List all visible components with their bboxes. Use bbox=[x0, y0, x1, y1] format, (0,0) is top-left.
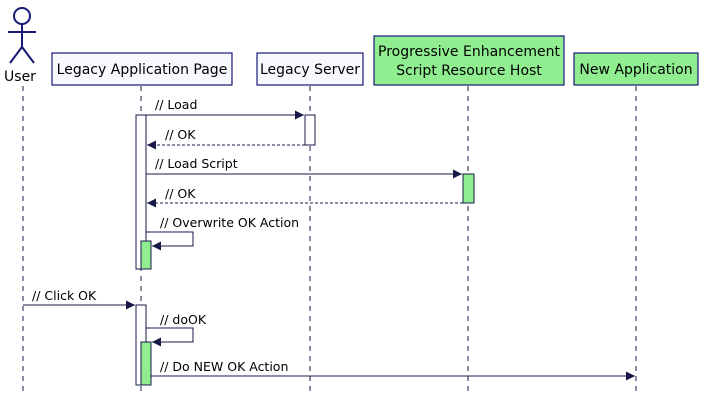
participant-new-app: New Application bbox=[573, 52, 699, 86]
message-ok1-label: // OK bbox=[165, 127, 196, 142]
participant-legacy-page-label: Legacy Application Page bbox=[57, 62, 228, 78]
message-load-script-label: // Load Script bbox=[155, 156, 238, 171]
message-do-ok-label: // doOK bbox=[160, 312, 207, 327]
message-do-new-ok-label: // Do NEW OK Action bbox=[160, 359, 288, 374]
user-actor-label: User bbox=[4, 69, 36, 85]
script-host-activation bbox=[462, 173, 475, 204]
message-overwrite-arrow bbox=[146, 231, 194, 251]
participant-script-host-label-line1: Progressive Enhancement bbox=[378, 44, 560, 60]
legacy-server-activation bbox=[304, 114, 316, 146]
legacy-page-activation-2-nested bbox=[140, 341, 152, 386]
participant-script-host-label-line2: Script Resource Host bbox=[396, 63, 542, 79]
message-load-label: // Load bbox=[155, 97, 197, 112]
lifelines bbox=[22, 86, 637, 392]
message-overwrite-label: // Overwrite OK Action bbox=[160, 215, 299, 230]
activations bbox=[135, 114, 475, 386]
participant-legacy-server-label: Legacy Server bbox=[260, 62, 360, 78]
message-do-ok-arrow bbox=[146, 327, 194, 347]
participant-new-app-label: New Application bbox=[579, 62, 692, 78]
participant-legacy-page: Legacy Application Page bbox=[51, 52, 233, 86]
participant-script-host: Progressive Enhancement Script Resource … bbox=[373, 35, 565, 86]
message-click-ok-label: // Click OK bbox=[32, 288, 97, 303]
legacy-page-activation-1-nested bbox=[140, 240, 152, 270]
messages bbox=[23, 110, 635, 381]
participant-legacy-server: Legacy Server bbox=[256, 52, 364, 86]
user-actor-icon bbox=[8, 7, 36, 64]
message-ok2-label: // OK bbox=[165, 186, 196, 201]
